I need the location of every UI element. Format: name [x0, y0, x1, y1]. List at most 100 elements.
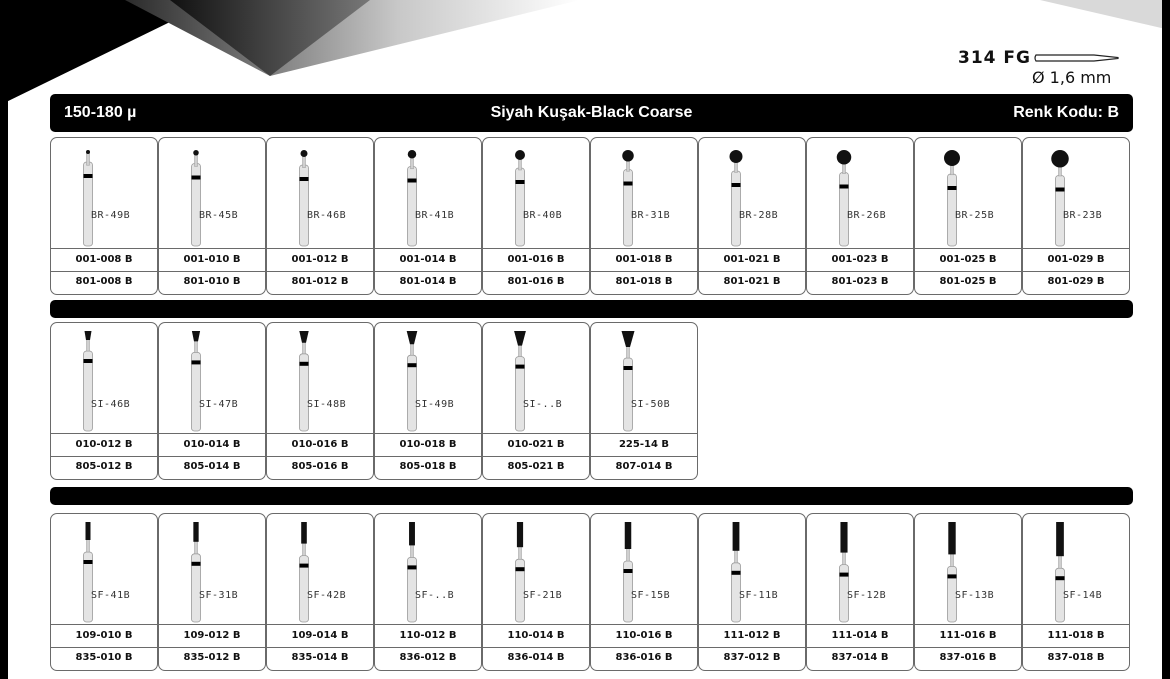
product-code-primary: 111-012 B [723, 630, 781, 641]
bur-image-area: SI-47B [159, 323, 265, 435]
product-code-secondary: 837-018 B [1047, 652, 1105, 663]
code-divider [51, 456, 157, 457]
shank-type-code: 314 FG [958, 48, 1031, 68]
code-divider [483, 647, 589, 648]
bur-label: SF-12B [847, 590, 887, 601]
bur-image-area: BR-40B [483, 138, 589, 250]
bur-image-area: BR-31B [591, 138, 697, 250]
bur-label: BR-23B [1063, 210, 1103, 221]
product-code-secondary: 805-016 B [291, 461, 349, 472]
inverted-cone-bur-icon [299, 331, 309, 432]
flat-cylinder-bur-icon [407, 522, 417, 623]
product-code-secondary: 801-016 B [507, 276, 565, 287]
bur-image-area: SI-50B [591, 323, 697, 435]
product-code-primary: 001-021 B [723, 254, 781, 265]
shank-spec: 314 FG Ø 1,6 mm [958, 46, 1119, 92]
code-area: 111-018 B 837-018 B [1023, 624, 1129, 670]
code-area: 225-14 B 807-014 B [591, 433, 697, 479]
code-divider [375, 456, 481, 457]
code-divider [915, 647, 1021, 648]
flat-cylinder-bur-icon [515, 522, 525, 623]
inverted-cone-bur-icon [191, 331, 201, 432]
code-area: 001-021 B 801-021 B [699, 248, 805, 294]
bur-image-area: BR-23B [1023, 138, 1129, 250]
product-cell: BR-28B 001-021 B 801-021 B [698, 137, 806, 295]
code-divider [159, 647, 265, 648]
product-code-primary: 010-016 B [291, 439, 349, 450]
product-code-secondary: 836-012 B [399, 652, 457, 663]
code-divider [591, 271, 697, 272]
product-code-secondary: 837-014 B [831, 652, 889, 663]
flat-cylinder-bur-icon [839, 522, 849, 623]
shank-diameter: Ø 1,6 mm [1032, 68, 1112, 87]
product-code-secondary: 801-010 B [183, 276, 241, 287]
bur-image-area: BR-49B [51, 138, 157, 250]
inverted-cone-bur-icon [621, 331, 635, 432]
round-bur-icon [944, 150, 960, 247]
round-bur-icon [729, 150, 743, 247]
bur-label: BR-45B [199, 210, 239, 221]
round-bur-icon [83, 150, 93, 247]
bur-label: SI-..B [523, 399, 563, 410]
bur-label: BR-49B [91, 210, 131, 221]
flat-cylinder-bur-icon [83, 522, 93, 623]
code-divider [375, 647, 481, 648]
bur-image-area: SI-..B [483, 323, 589, 435]
code-divider [267, 647, 373, 648]
bur-image-area: SI-48B [267, 323, 373, 435]
code-divider [807, 271, 913, 272]
product-code-secondary: 807-014 B [615, 461, 673, 472]
flat-cylinder-bur-icon [191, 522, 201, 623]
bur-image-area: SI-49B [375, 323, 481, 435]
code-divider [807, 647, 913, 648]
bur-image-area: SF-31B [159, 514, 265, 626]
round-bur-icon [515, 150, 525, 247]
bur-label: BR-26B [847, 210, 887, 221]
flat-cylinder-bur-icon [947, 522, 957, 623]
inverted-cone-bur-icon [83, 331, 93, 432]
code-area: 110-012 B 836-012 B [375, 624, 481, 670]
bur-label: BR-46B [307, 210, 347, 221]
product-code-primary: 001-014 B [399, 254, 457, 265]
product-code-primary: 001-025 B [939, 254, 997, 265]
inverted-cone-bur-icon [406, 331, 418, 432]
product-code-primary: 111-018 B [1047, 630, 1105, 641]
product-code-primary: 225-14 B [618, 439, 670, 450]
bur-label: SF-42B [307, 590, 347, 601]
product-code-secondary: 835-010 B [75, 652, 133, 663]
product-code-primary: 110-014 B [507, 630, 565, 641]
round-bur-icon [191, 150, 201, 247]
right-edge-bar [1162, 0, 1170, 679]
bur-label: SF-13B [955, 590, 995, 601]
bur-label: SF-15B [631, 590, 671, 601]
grit-title: Siyah Kuşak-Black Coarse [490, 104, 693, 121]
product-code-primary: 110-012 B [399, 630, 457, 641]
header-decoration [0, 0, 1170, 105]
flat-cylinder-bur-icon [731, 522, 741, 623]
bur-label: SI-46B [91, 399, 131, 410]
grit-size: 150-180 µ [64, 104, 137, 121]
bur-image-area: BR-28B [699, 138, 805, 250]
bur-image-area: SF-21B [483, 514, 589, 626]
bur-label: BR-31B [631, 210, 671, 221]
product-code-secondary: 801-008 B [75, 276, 133, 287]
product-code-secondary: 801-021 B [723, 276, 781, 287]
bur-label: SI-47B [199, 399, 239, 410]
